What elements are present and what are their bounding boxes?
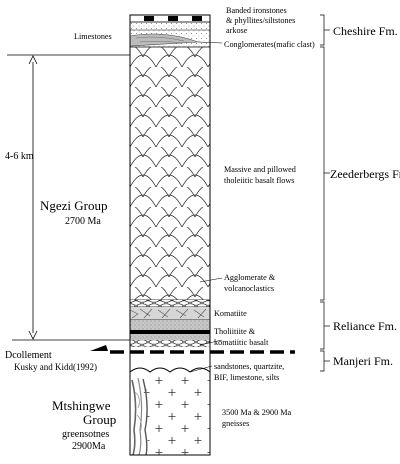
label-komatiite: Komatiite bbox=[214, 309, 247, 318]
label-tholiitiite: Tholiitiite & bbox=[214, 327, 256, 336]
formation-cheshire: Cheshire Fm. bbox=[333, 24, 398, 38]
mtshingwe-group-word: Group bbox=[83, 412, 116, 427]
label-volcanoclastics: volcanoclastics bbox=[224, 284, 274, 293]
label-bif-limestone: BIF, limestone, silts bbox=[214, 373, 279, 382]
ngezi-group-label: Ngezi Group bbox=[40, 198, 108, 213]
label-banded-ironstones: Banded ironstones bbox=[226, 6, 287, 15]
banded-ironstone-bed bbox=[129, 14, 211, 23]
decollement-label: Dcollement bbox=[5, 350, 52, 361]
formation-manjeri: Manjeri Fm. bbox=[333, 354, 393, 368]
reliance-brace bbox=[320, 301, 325, 350]
mtshingwe-group-label: Mtshingwe bbox=[52, 398, 111, 413]
label-arkose: arkose bbox=[226, 26, 248, 35]
mtshingwe-age-label: 2900Ma bbox=[72, 441, 106, 452]
thickness-arrow bbox=[7, 54, 130, 341]
agglomerate-bed bbox=[130, 300, 210, 307]
mtshingwe-greenstones-label: greensotnes bbox=[62, 429, 109, 440]
tholeiite-bed bbox=[130, 320, 210, 330]
gneiss-basement bbox=[130, 372, 210, 455]
label-sandstones: sandstones, quartzite, bbox=[214, 362, 284, 371]
label-limestones: Limestones bbox=[74, 32, 112, 41]
ngezi-age-label: 2700 Ma bbox=[65, 216, 101, 227]
pillow-basalt-bed bbox=[130, 47, 210, 300]
formation-zeederbergs: Zeederbergs Fm. bbox=[330, 167, 400, 181]
decollement-line bbox=[90, 345, 295, 354]
manjeri-brace bbox=[320, 350, 325, 372]
komatiite-bed bbox=[129, 307, 210, 320]
label-agglomerate: Agglomerate & bbox=[224, 273, 276, 282]
label-massive-basalt: Massive and pillowed bbox=[224, 165, 296, 174]
label-conglomerates: Conglomerates(mafic clast) bbox=[224, 40, 315, 49]
formation-reliance: Reliance Fm. bbox=[333, 319, 397, 333]
limestone-lens bbox=[129, 33, 199, 47]
label-gneisses: gneisses bbox=[222, 419, 249, 428]
stratigraphic-column bbox=[90, 14, 295, 456]
thickness-label: 4-6 km bbox=[5, 151, 34, 162]
formation-braces bbox=[320, 14, 330, 372]
cheshire-brace bbox=[320, 14, 325, 46]
label-gneiss-ages: 3500 Ma & 2900 Ma bbox=[222, 408, 292, 417]
label-tholeiitic-basalt-flows: tholeiitic basalt flows bbox=[224, 176, 295, 185]
decollement-reference: Kusky and Kidd(1992) bbox=[14, 362, 97, 372]
label-komatiitic-basalt: komatiitic basalt bbox=[214, 338, 269, 347]
zeederbergs-brace bbox=[320, 46, 325, 301]
label-phyllites-siltstones: & phyllites/siltstones bbox=[226, 16, 295, 25]
